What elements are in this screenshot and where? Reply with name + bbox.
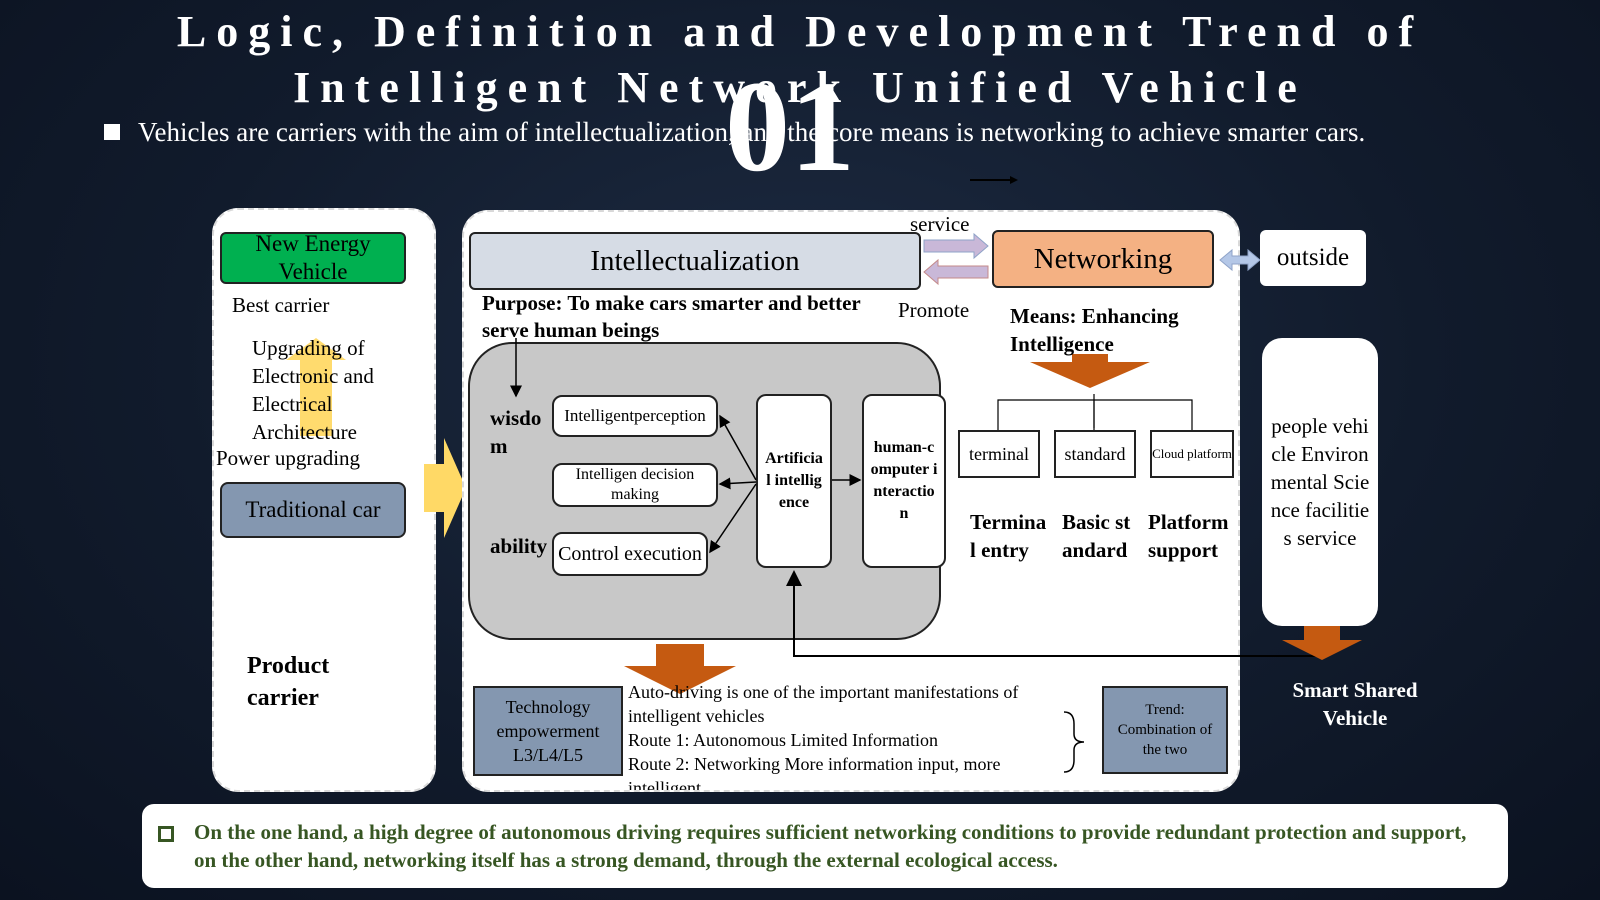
traditional-car-box: Traditional car	[220, 482, 406, 538]
means-down-arrow-icon	[1030, 354, 1150, 388]
best-carrier-label: Best carrier	[232, 293, 330, 317]
terminal-box: terminal	[958, 430, 1040, 478]
basic-standard-label: Basic standard	[1062, 510, 1131, 562]
cloud-platform-box: Cloud platform	[1150, 430, 1234, 478]
power-upgrading-label: Power upgrading	[216, 446, 361, 470]
upgrading-label: Upgrading of Electronic and Electrical A…	[252, 336, 374, 444]
trend-box: Trend: Combination of the two	[1102, 686, 1228, 774]
means-text: Means: Enhancing Intelligence	[1010, 304, 1179, 356]
tech-down-arrow-icon	[624, 644, 736, 694]
intelligent-perception-box: Intelligentperception	[552, 395, 718, 437]
section-number: 01	[725, 55, 855, 199]
footer-text: On the one hand, a high degree of autono…	[194, 820, 1467, 872]
control-execution-box: Control execution	[552, 532, 708, 576]
technology-empowerment-box: Technology empowerment L3/L4/L5	[473, 686, 623, 776]
networking-box: Networking	[992, 230, 1214, 288]
promote-label: Promote	[898, 298, 970, 322]
ecosystem-box: people vehicle Environmental Science fac…	[1262, 338, 1378, 626]
terminal-entry-label: Terminal entry	[970, 510, 1047, 562]
standard-box: standard	[1054, 430, 1136, 478]
yellow-right-arrow-icon	[424, 438, 466, 538]
brace-icon	[1063, 711, 1085, 773]
purpose-text: Purpose: To make cars smarter and better…	[482, 291, 861, 342]
intro-bullet: Vehicles are carriers with the aim of in…	[104, 115, 1365, 149]
page-title-line1: Logic, Definition and Development Trend …	[176, 7, 1424, 56]
outside-box: outside	[1260, 230, 1366, 286]
outside-arrow-icon	[1219, 248, 1261, 272]
checkbox-bullet-icon	[158, 826, 174, 842]
footer-box	[142, 804, 1508, 888]
artificial-intelligence-box: Artificial intelligence	[756, 394, 832, 568]
auto-driving-text: Auto-driving is one of the important man…	[628, 682, 1019, 726]
intellectualization-box: Intellectualization	[469, 232, 921, 290]
square-bullet-icon	[104, 123, 120, 140]
wisdom-label: wisdom	[490, 406, 542, 458]
route2-text: Route 2: Networking More information inp…	[628, 754, 1001, 790]
yellow-up-arrow-icon	[286, 338, 346, 436]
smart-shared-vehicle-label: Smart Shared Vehicle	[1292, 678, 1418, 730]
service-label: service	[910, 212, 970, 236]
platform-support-label: Platform support	[1148, 510, 1229, 562]
intelligent-decision-box: Intelligen decision making	[552, 463, 718, 507]
new-energy-vehicle-box: New Energy Vehicle	[220, 231, 406, 284]
route1-text: Route 1: Autonomous Limited Information	[628, 730, 938, 750]
service-arrow-icon	[923, 232, 989, 260]
hci-box: human-computer interaction	[862, 394, 946, 568]
intro-text: Vehicles are carriers with the aim of in…	[138, 117, 1366, 147]
promote-arrow-icon	[923, 258, 989, 286]
ability-label: ability	[490, 534, 548, 558]
page-title-line2: Intelligent Network Unified Vehicle	[293, 63, 1307, 112]
smart-shared-down-arrow-icon	[1282, 616, 1362, 660]
product-carrier-label: Product carrier	[247, 653, 330, 711]
